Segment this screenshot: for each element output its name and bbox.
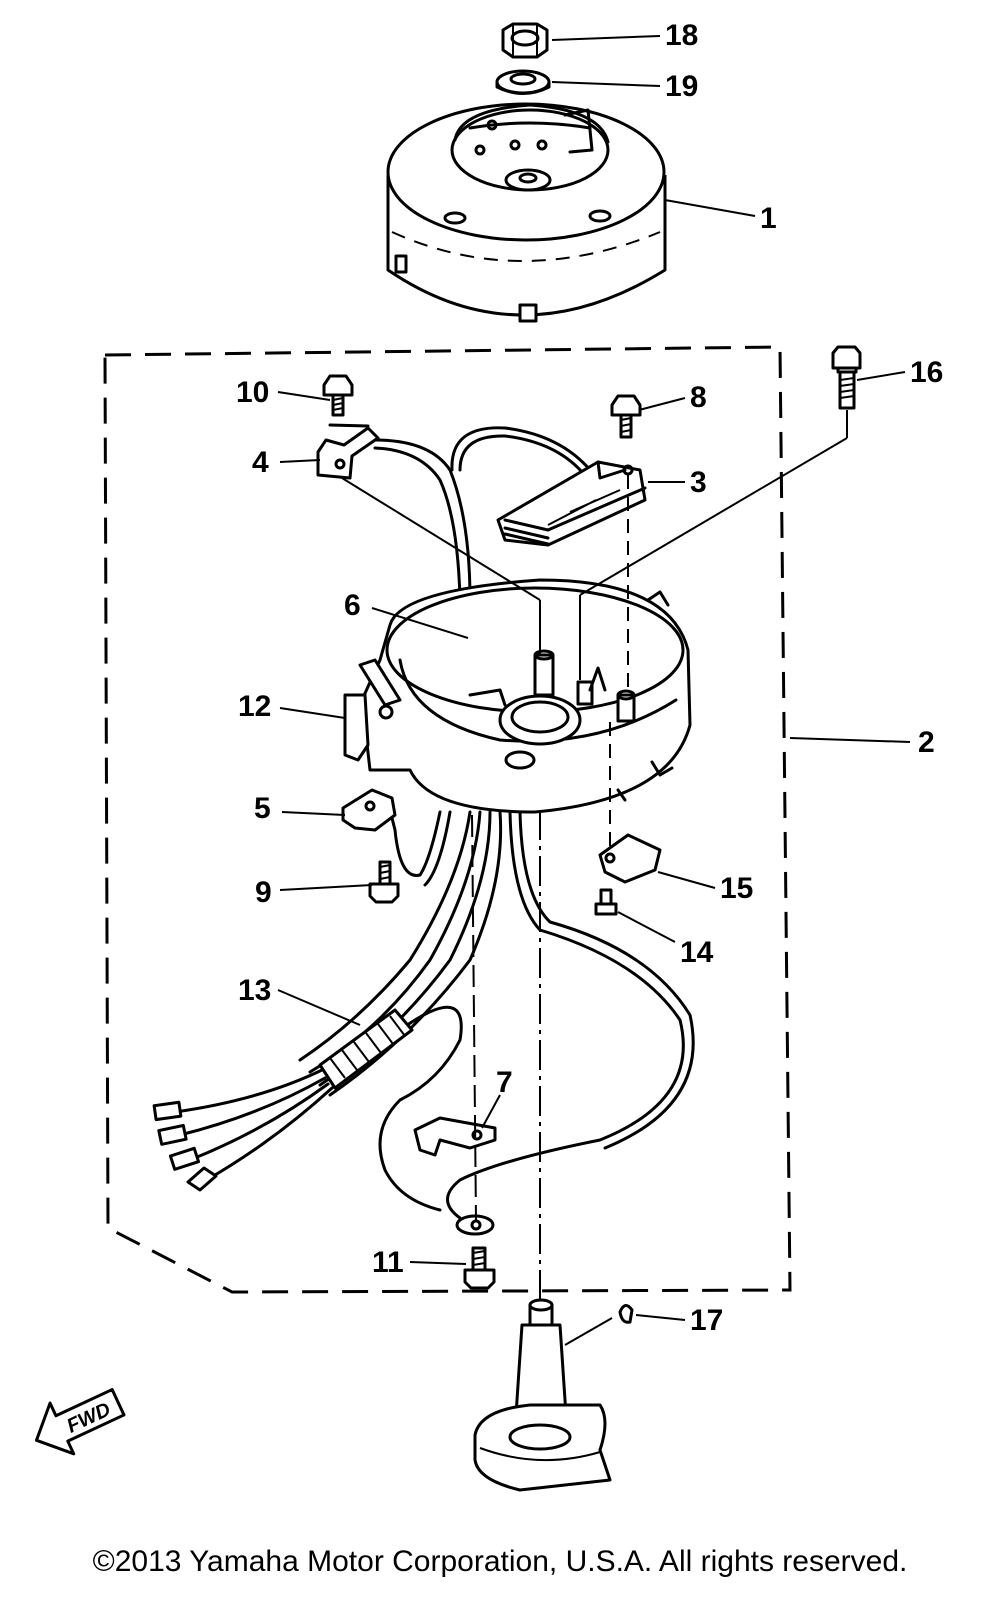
wire-loop-left <box>388 808 442 877</box>
align-line-16 <box>579 437 848 596</box>
label-part-12: 12 <box>238 690 271 723</box>
label-part-2: 2 <box>918 726 935 759</box>
label-part-10: 10 <box>236 376 269 409</box>
label-part-13: 13 <box>238 974 271 1007</box>
crankshaft <box>473 1298 612 1492</box>
label-part-18: 18 <box>665 19 698 52</box>
wire-harness-upper <box>373 438 472 602</box>
label-part-7: 7 <box>496 1066 513 1099</box>
part-wire-harness-13[interactable] <box>152 1008 414 1192</box>
assembly-boundary <box>103 345 792 1294</box>
label-part-4: 4 <box>252 446 269 479</box>
part-screw-10[interactable] <box>322 374 354 417</box>
part-screw-11[interactable] <box>463 1246 496 1290</box>
align-line-4 <box>341 477 541 601</box>
part-key-17[interactable] <box>618 1304 634 1324</box>
wire-loop-left-2 <box>423 810 452 887</box>
label-part-16: 16 <box>910 356 943 389</box>
wire-lower-4 <box>328 810 503 1097</box>
part-flywheel-1[interactable] <box>386 102 667 323</box>
label-part-5: 5 <box>254 792 271 825</box>
wire-loop-right <box>446 810 685 1220</box>
wire-lower-3 <box>318 810 492 1087</box>
label-part-8: 8 <box>690 381 707 414</box>
fwd-arrow: FWD <box>34 1388 126 1456</box>
label-part-17: 17 <box>690 1304 723 1337</box>
part-nut-18[interactable] <box>501 22 549 59</box>
wire-loop-top <box>450 426 592 472</box>
label-part-11: 11 <box>372 1246 404 1279</box>
part-screw-8[interactable] <box>610 394 642 439</box>
wire-loop-top-2 <box>458 434 584 474</box>
ground-terminal <box>455 1214 495 1236</box>
part-screw-14[interactable] <box>594 888 618 916</box>
label-part-1: 1 <box>760 202 777 235</box>
part-bracket-4[interactable] <box>316 423 380 480</box>
wire-harness-upper-2 <box>373 446 462 602</box>
part-clamp-15[interactable] <box>598 833 662 884</box>
part-clamp-5[interactable] <box>341 788 397 832</box>
label-part-14: 14 <box>680 936 714 969</box>
copyright-notice: ©2013 Yamaha Motor Corporation, U.S.A. A… <box>92 1545 908 1578</box>
label-part-19: 19 <box>665 70 698 103</box>
label-part-15: 15 <box>720 872 753 905</box>
part-clip-7[interactable] <box>413 1116 497 1157</box>
label-part-9: 9 <box>255 876 272 909</box>
wire-loop-right-2 <box>518 810 695 1150</box>
label-part-3: 3 <box>690 466 707 499</box>
part-stator-base-2[interactable] <box>358 578 692 814</box>
part-screw-9[interactable] <box>368 860 400 904</box>
align-line-ground <box>471 814 477 1221</box>
label-part-6: 6 <box>344 589 361 622</box>
wire-ground <box>378 1005 463 1212</box>
part-charge-coil-3[interactable] <box>496 460 647 547</box>
part-tab-12[interactable] <box>343 693 370 762</box>
part-bolt-16[interactable] <box>831 345 862 438</box>
part-washer-19[interactable] <box>495 69 551 95</box>
wire-lower-1 <box>298 810 472 1062</box>
